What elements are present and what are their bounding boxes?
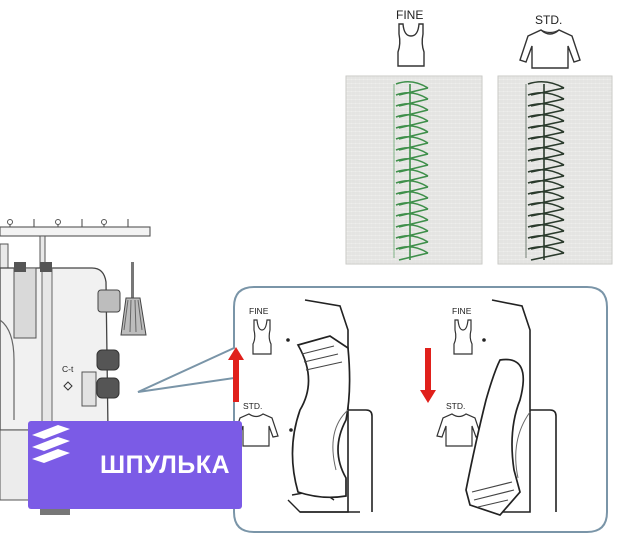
right-std-label: STD. [446,401,465,411]
std-label-top: STD. [535,13,562,27]
spool-logo-icon [32,425,70,463]
left-lever-diagram: FINE STD. [228,299,373,513]
fine-stitch-sample [345,75,483,265]
brand-watermark: ШПУЛЬКА [28,421,242,509]
std-long-sleeve-icon: STD. [519,13,581,69]
fine-tank-top-icon: FINE [396,8,425,67]
machine-dial-text: C-t [62,364,74,374]
fine-stitch-pattern [393,80,429,261]
right-lever-diagram: FINE STD. [420,299,557,516]
stitch-loop [395,245,429,261]
right-fine-label: FINE [452,306,472,316]
left-std-label: STD. [243,401,262,411]
stitch-loop [527,245,565,261]
std-stitch-sample [497,75,613,265]
brand-name: ШПУЛЬКА [100,451,231,479]
fine-label-top: FINE [396,8,423,22]
left-fine-label: FINE [249,306,269,316]
std-stitch-pattern [525,80,565,261]
